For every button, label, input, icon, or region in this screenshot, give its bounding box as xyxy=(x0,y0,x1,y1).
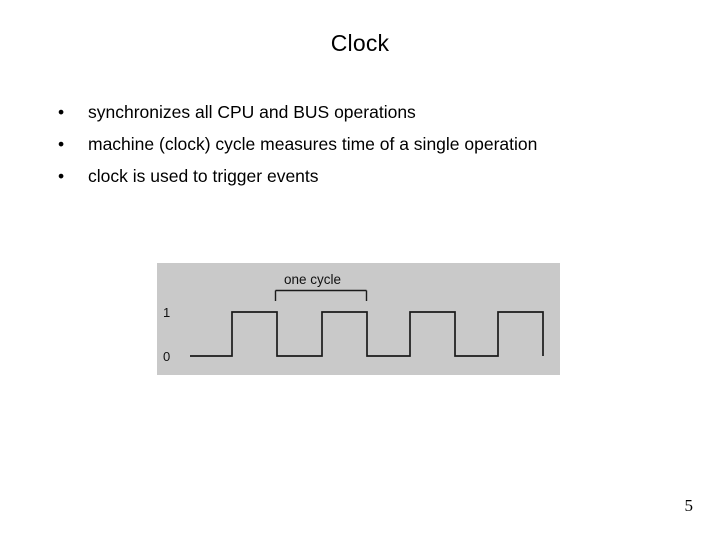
bullet-marker-icon: • xyxy=(58,134,65,154)
list-item-label: synchronizes all CPU and BUS operations xyxy=(88,102,416,122)
page-number: 5 xyxy=(684,496,694,515)
bullet-marker-icon: • xyxy=(58,102,65,122)
clock-waveform-figure: one cycle 1 0 xyxy=(157,263,560,375)
bullet-list: • synchronizes all CPU and BUS operation… xyxy=(50,96,650,192)
list-item-label: machine (clock) cycle measures time of a… xyxy=(88,134,538,154)
axis-label-high: 1 xyxy=(163,305,170,320)
clock-waveform-chart: one cycle 1 0 xyxy=(163,272,544,364)
list-item: • machine (clock) cycle measures time of… xyxy=(50,128,650,160)
list-item-label: clock is used to trigger events xyxy=(88,166,319,186)
page-title: Clock xyxy=(330,30,390,56)
list-item: • clock is used to trigger events xyxy=(50,160,650,192)
one-cycle-bracket-icon xyxy=(274,289,368,301)
one-cycle-label: one cycle xyxy=(284,272,341,287)
clock-signal-trace xyxy=(190,311,544,357)
axis-label-low: 0 xyxy=(163,349,170,364)
bullet-marker-icon: • xyxy=(58,166,65,186)
list-item: • synchronizes all CPU and BUS operation… xyxy=(50,96,650,128)
